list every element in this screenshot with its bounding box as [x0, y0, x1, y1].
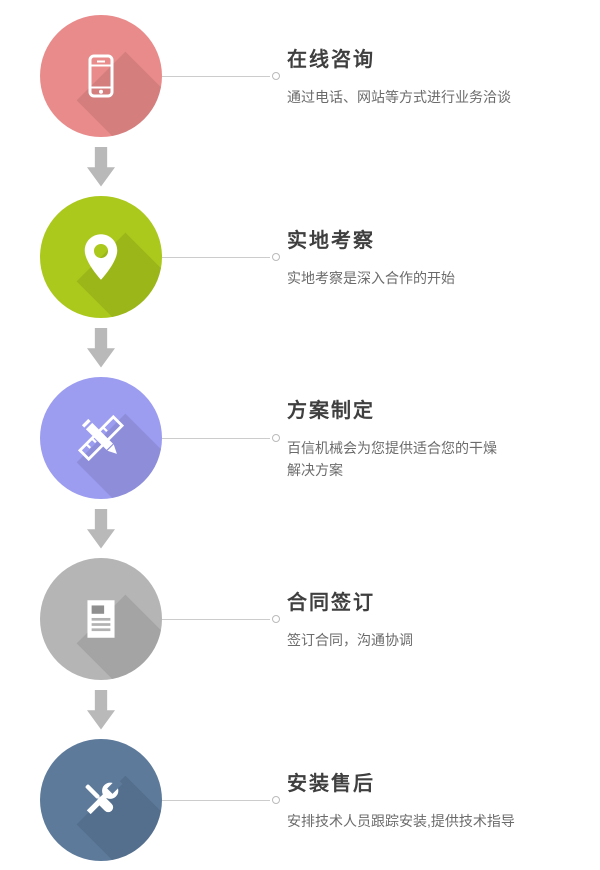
step-description: 实地考察是深入合作的开始: [287, 270, 455, 287]
connector-ring: [272, 615, 280, 623]
connector-ring: [272, 72, 280, 80]
down-arrow-icon: [87, 327, 115, 368]
step-circle: [40, 15, 162, 137]
connector-line: [162, 615, 280, 623]
pencil-ruler-icon: [40, 377, 162, 499]
step-description: 百信机械会为您提供适合您的干燥 解决方案: [287, 440, 497, 478]
connector-line: [162, 253, 280, 261]
step-description: 签订合同，沟通协调: [287, 632, 413, 649]
step-row-plan-design: 方案制定 百信机械会为您提供适合您的干燥 解决方案: [40, 377, 600, 499]
down-arrow-icon: [87, 689, 115, 730]
down-arrow-icon: [87, 146, 115, 187]
location-pin-icon: [40, 196, 162, 318]
step-text: 合同签订 签订合同，沟通协调: [287, 586, 413, 652]
down-arrow-icon: [87, 508, 115, 549]
step-circle: [40, 196, 162, 318]
step-circle: [40, 377, 162, 499]
connector-ring: [272, 434, 280, 442]
step-row-install-service: 安装售后 安排技术人员跟踪安装,提供技术指导: [40, 739, 600, 861]
step-title: 方案制定: [287, 400, 375, 423]
step-circle: [40, 558, 162, 680]
flow-arrow-row: [40, 499, 600, 558]
step-text: 在线咨询 通过电话、网站等方式进行业务洽谈: [287, 43, 511, 109]
step-text: 方案制定 百信机械会为您提供适合您的干燥 解决方案: [287, 394, 497, 481]
step-row-contract-sign: 合同签订 签订合同，沟通协调: [40, 558, 600, 680]
step-description: 安排技术人员跟踪安装,提供技术指导: [287, 813, 515, 830]
flow-arrow-row: [40, 137, 600, 196]
connector-ring: [272, 796, 280, 804]
tools-icon: [40, 739, 162, 861]
connector-ring: [272, 253, 280, 261]
phone-icon: [40, 15, 162, 137]
step-text: 安装售后 安排技术人员跟踪安装,提供技术指导: [287, 767, 515, 833]
flow-arrow-row: [40, 318, 600, 377]
connector-line: [162, 72, 280, 80]
connector-line: [162, 434, 280, 442]
document-icon: [40, 558, 162, 680]
step-title: 在线咨询: [287, 49, 375, 72]
step-row-site-visit: 实地考察 实地考察是深入合作的开始: [40, 196, 600, 318]
connector-line: [162, 796, 280, 804]
step-text: 实地考察 实地考察是深入合作的开始: [287, 224, 455, 290]
step-title: 安装售后: [287, 773, 375, 796]
step-circle: [40, 739, 162, 861]
flow-arrow-row: [40, 680, 600, 739]
step-title: 实地考察: [287, 230, 375, 253]
step-row-online-consult: 在线咨询 通过电话、网站等方式进行业务洽谈: [40, 15, 600, 137]
step-description: 通过电话、网站等方式进行业务洽谈: [287, 89, 511, 106]
step-title: 合同签订: [287, 592, 375, 615]
